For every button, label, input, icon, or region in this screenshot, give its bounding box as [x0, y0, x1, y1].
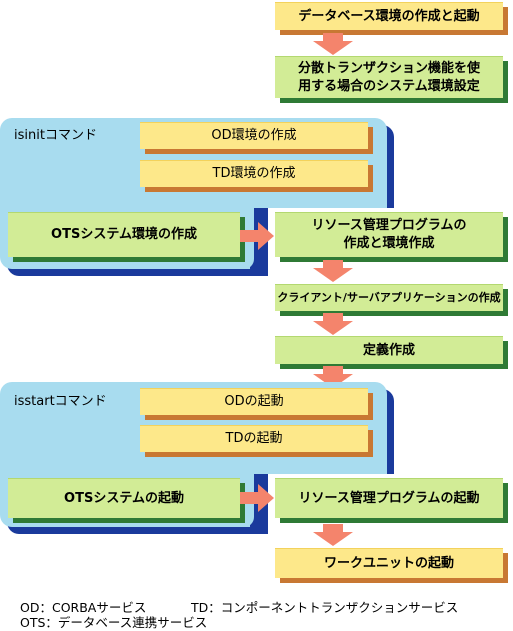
step-create-td-env: TD環境の作成	[140, 160, 368, 187]
isstart-command-label: isstartコマンド	[14, 394, 107, 409]
step-distributed-tx-env: 分散トランザクション機能を使用する場合のシステム環境設定	[275, 56, 503, 98]
step-create-od-env-label: OD環境の作成	[211, 128, 297, 144]
step-start-td: TDの起動	[140, 425, 368, 452]
step-start-workunit: ワークユニットの起動	[275, 548, 503, 578]
step-start-resource-manager-label: リソース管理プログラムの起動	[298, 490, 480, 506]
step-create-definition: 定義作成	[275, 336, 503, 364]
legend-ots: OTS：データベース連携サービス	[20, 615, 208, 630]
step-create-td-env-label: TD環境の作成	[212, 166, 296, 182]
step-start-ots: OTSシステムの起動	[8, 478, 240, 518]
legend-od: OD：CORBAサービス	[20, 600, 147, 615]
arrow-down-icon	[313, 260, 353, 282]
arrow-down-icon	[313, 313, 353, 335]
step-create-resource-manager: リソース管理プログラムの作成と環境作成	[275, 212, 503, 257]
step-start-resource-manager: リソース管理プログラムの起動	[275, 478, 503, 518]
step-start-workunit-label: ワークユニットの起動	[323, 555, 454, 571]
arrow-right-icon	[240, 222, 274, 250]
arrow-down-icon	[313, 524, 353, 546]
arrow-down-icon	[313, 366, 353, 388]
step-create-ots-env-label: OTSシステム環境の作成	[51, 227, 197, 243]
isinit-command-label: isinitコマンド	[14, 128, 97, 143]
step-create-od-env: OD環境の作成	[140, 122, 368, 149]
step-create-ots-env: OTSシステム環境の作成	[8, 212, 240, 257]
arrow-right-icon	[240, 484, 274, 512]
step-create-client-server-app-label: クライアント/サーバアプリケーションの作成	[277, 290, 501, 304]
arrow-down-icon	[313, 33, 353, 55]
step-create-resource-manager-label: リソース管理プログラムの作成と環境作成	[311, 218, 467, 251]
step-create-client-server-app: クライアント/サーバアプリケーションの作成	[275, 284, 503, 311]
step-start-ots-label: OTSシステムの起動	[64, 490, 184, 506]
step-distributed-tx-env-label: 分散トランザクション機能を使用する場合のシステム環境設定	[297, 60, 480, 94]
step-start-od-label: ODの起動	[224, 394, 284, 410]
step-create-definition-label: 定義作成	[362, 342, 415, 358]
legend-td: TD：コンポーネントトランザクションサービス	[191, 600, 459, 615]
step-start-td-label: TDの起動	[225, 431, 283, 447]
step-start-od: ODの起動	[140, 388, 368, 415]
step-create-database-env: データベース環境の作成と起動	[275, 2, 503, 30]
step-create-database-env-label: データベース環境の作成と起動	[298, 8, 480, 24]
